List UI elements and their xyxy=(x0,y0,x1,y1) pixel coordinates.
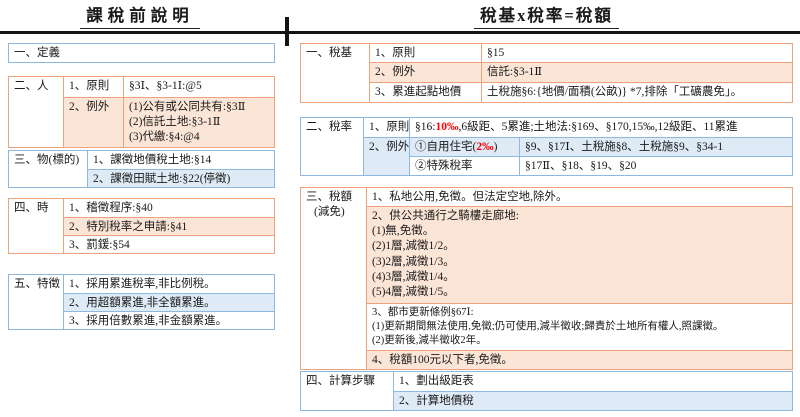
row-value: §15 xyxy=(481,44,792,62)
rate-2-permille: 2‰ xyxy=(476,141,494,153)
row-value: §17Ⅱ、§18、§19、§20 xyxy=(519,156,792,175)
row-value: §3Ⅰ、§3-1Ⅰ:@5 xyxy=(123,77,274,97)
row-subkey: ②特殊稅率 xyxy=(409,156,519,175)
row-value: 2、用超額累進,非全額累進。 xyxy=(63,293,274,311)
right-table-tax-amount: 三、稅額 (減免) 1、私地公用,免徵。但法定空地,除外。 2、供公共通行之騎樓… xyxy=(300,187,793,370)
row-key: 1、原則 xyxy=(363,118,409,137)
row-value: 信託:§3-1Ⅱ xyxy=(481,62,792,82)
row-value: 2、計算地價稅 xyxy=(393,391,792,410)
section-label: 三、稅額 (減免) xyxy=(306,191,352,218)
row-key: 2、例外 xyxy=(63,97,123,147)
row-value: §9、§17Ⅰ、土稅施§8、土稅施§9、§34-1 xyxy=(519,137,792,156)
rate-10-permille: 10‰ xyxy=(435,121,459,133)
section-label: 五、特徵 xyxy=(14,278,60,290)
header-divider-line xyxy=(0,31,800,34)
section-label: 二、稅率 xyxy=(306,121,352,133)
right-table-tax-rate: 二、稅率 1、原則 §16:10‰,6級距、5累進;土地法:§169、§170,… xyxy=(300,117,793,176)
right-table-calc-steps: 四、計算步驟 1、劃出級距表 2、計算地價稅 xyxy=(300,371,793,411)
row-value: 4、稅額100元以下者,免徵。 xyxy=(366,349,792,369)
row-value: 3、採用倍數累進,非金額累進。 xyxy=(63,311,274,329)
row-key: 1、原則 xyxy=(63,77,123,97)
section-label: 一、稅基 xyxy=(306,47,352,59)
row-value: 3、罰鍰:§54 xyxy=(63,235,274,253)
right-column-title: 稅基x稅率=稅額 xyxy=(300,5,793,30)
row-value: 1、稽徵程序:§40 xyxy=(63,199,274,217)
row-value: 2、課徵田賦土地:§22(停徵) xyxy=(87,169,274,187)
left-table-object: 三、物(標的) 1、課徵地價稅土地:§14 2、課徵田賦土地:§22(停徵) xyxy=(8,150,275,188)
section-label: 四、計算步驟 xyxy=(306,375,375,387)
left-table-features: 五、特徵 1、採用累進稅率,非比例稅。 2、用超額累進,非全額累進。 3、採用倍… xyxy=(8,274,275,330)
row-value: 1、劃出級距表 xyxy=(393,372,792,391)
row-subkey: ①自用住宅(2‰) xyxy=(409,137,519,156)
row-value: 2、特別稅率之申請:§41 xyxy=(63,217,274,235)
section-label: 四、時 xyxy=(14,202,49,214)
section-label: 一、定義 xyxy=(14,47,60,59)
row-value: 1、課徵地價稅土地:§14 xyxy=(87,151,274,169)
left-table-time: 四、時 1、稽徵程序:§40 2、特別稅率之申請:§41 3、罰鍰:§54 xyxy=(8,198,275,254)
left-table-person: 二、人 1、原則 §3Ⅰ、§3-1Ⅰ:@5 2、例外 (1)公有或公同共有:§3… xyxy=(8,76,275,148)
row-key: 2、例外 xyxy=(363,137,409,175)
left-table-definition: 一、定義 xyxy=(8,43,275,63)
right-table-tax-base: 一、稅基 1、原則 §15 2、例外 信託:§3-1Ⅱ 3、累進起點地價 土稅施… xyxy=(300,43,793,103)
row-value: (1)公有或公同共有:§3Ⅱ (2)信託土地:§3-1Ⅱ (3)代繳:§4:@4 xyxy=(123,97,274,147)
section-label: 三、物(標的) xyxy=(14,154,80,166)
row-key: 1、原則 xyxy=(369,44,481,62)
row-value: 3、都市更新條例§67Ⅰ: (1)更新期間無法使用,免徵;仍可使用,減半徵收;歸… xyxy=(366,303,792,350)
row-value: §16:10‰,6級距、5累進;土地法:§169、§170,15‰,12級距、1… xyxy=(409,118,792,137)
row-value: 2、供公共通行之騎樓走廊地: (1)無,免徵。 (2)1層,減徵1/2。 (3)… xyxy=(366,206,792,304)
row-value: 1、私地公用,免徵。但法定空地,除外。 xyxy=(366,188,792,206)
row-key: 2、例外 xyxy=(369,62,481,82)
left-column-title: 課稅前說明 xyxy=(0,5,280,30)
header-divider-tick xyxy=(285,17,289,46)
section-label: 二、人 xyxy=(14,80,49,92)
row-value: 1、採用累進稅率,非比例稅。 xyxy=(63,275,274,293)
row-key: 3、累進起點地價 xyxy=(369,82,481,102)
row-value: 土稅施§6:{地價/面積(公畝)} *7,排除「工礦農免」。 xyxy=(481,82,792,102)
